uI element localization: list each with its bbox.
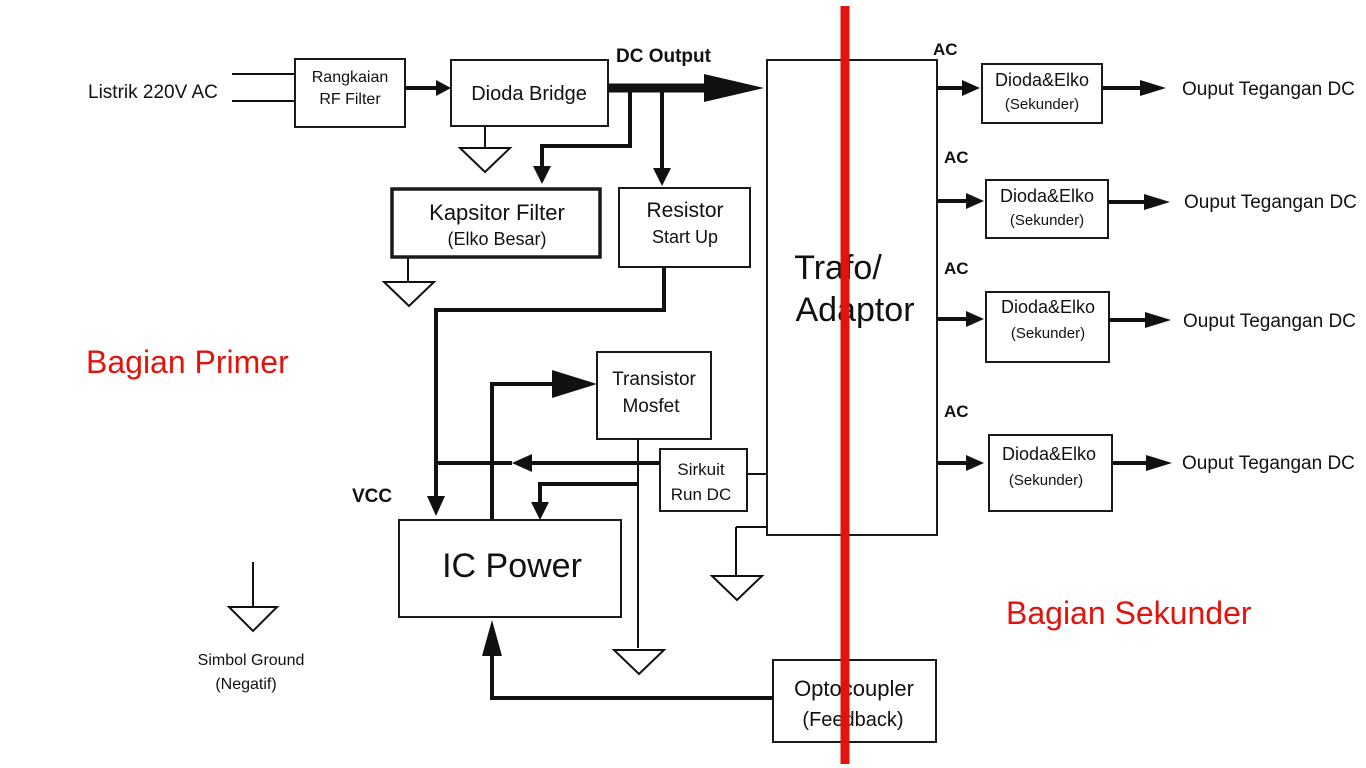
dc-output-label: DC Output (616, 46, 712, 67)
sirkuit-run-dc-box (659, 448, 748, 512)
arrowhead-rf-bridge (436, 80, 451, 96)
ground-legend-symbol (226, 606, 280, 633)
dioda-elko-4-line1: Dioda&Elko (1002, 444, 1096, 464)
trafo-adaptor-box (766, 59, 938, 536)
dc-output-arrowhead (704, 74, 764, 102)
resistor-line1: Resistor (646, 199, 723, 222)
bagian-sekunder-label: Bagian Sekunder (1006, 595, 1252, 631)
rf-filter-box (294, 58, 406, 128)
dioda-elko-2-line1: Dioda&Elko (1000, 186, 1094, 206)
dioda-elko-4-line2: (Sekunder) (1009, 472, 1083, 489)
input-wires (232, 73, 295, 102)
rf-filter-line2: RF Filter (319, 91, 381, 108)
ic-power-label: IC Power (442, 547, 582, 585)
ground-kapasitor (381, 281, 437, 308)
resistor-startup-box (618, 187, 751, 268)
dioda-bridge-box (450, 59, 609, 127)
dioda-elko-2-line2: (Sekunder) (1010, 212, 1084, 229)
optocoupler-line1: Optocoupler (794, 676, 914, 701)
output-label-2: Ouput Tegangan DC (1184, 192, 1357, 213)
kapasitor-line1: Kapsitor Filter (429, 200, 565, 225)
transistor-line2: Mosfet (622, 396, 680, 417)
transistor-line1: Transistor (612, 369, 696, 390)
output-row-1: AC Dioda&Elko (Sekunder) Ouput Tegangan … (933, 40, 1355, 124)
kapasitor-filter-box (390, 187, 602, 259)
output-label-1: Ouput Tegangan DC (1182, 79, 1355, 100)
output-row-3: AC Dioda&Elko (Sekunder) Ouput Tegangan … (937, 259, 1356, 363)
ground-legend-line1: Simbol Ground (198, 652, 305, 669)
dioda-elko-3-line2: (Sekunder) (1011, 325, 1085, 342)
output-label-4: Ouput Tegangan DC (1182, 453, 1355, 474)
output-row-4: AC Dioda&Elko (Sekunder) Ouput Tegangan … (937, 402, 1355, 512)
dioda-elko-box-4 (988, 434, 1113, 512)
dioda-elko-box-3 (985, 291, 1110, 363)
rf-filter-line1: Rangkaian (312, 69, 389, 86)
trafo-line2: Adaptor (795, 291, 914, 329)
sirkuit-line1: Sirkuit (677, 460, 725, 479)
dioda-elko-1-line2: (Sekunder) (1005, 96, 1079, 113)
transistor-mosfet-box (596, 351, 712, 440)
output-label-3: Ouput Tegangan DC (1183, 311, 1356, 332)
optocoupler-box (772, 659, 937, 743)
ic-power-box (398, 519, 622, 618)
dioda-bridge-label: Dioda Bridge (471, 83, 587, 105)
ac-label-3: AC (944, 259, 969, 278)
ac-label-4: AC (944, 402, 969, 421)
trafo-line1: Trafo/ (794, 249, 882, 287)
optocoupler-line2: (Feedback) (802, 709, 903, 731)
ac-label-2: AC (944, 148, 969, 167)
dioda-elko-box-2 (985, 179, 1109, 239)
dioda-elko-3-line1: Dioda&Elko (1001, 297, 1095, 317)
bagian-primer-label: Bagian Primer (86, 344, 289, 380)
output-row-2: AC Dioda&Elko (Sekunder) Ouput Tegangan … (937, 148, 1357, 239)
dioda-elko-box-1 (981, 63, 1103, 124)
sirkuit-line2: Run DC (671, 485, 731, 504)
ac-label-1: AC (933, 40, 958, 59)
ground-mosfet (611, 649, 667, 676)
input-label: Listrik 220V AC (88, 82, 218, 103)
dioda-elko-1-line1: Dioda&Elko (995, 70, 1089, 90)
kapasitor-line2: (Elko Besar) (447, 229, 546, 249)
ground-legend-line2: (Negatif) (215, 676, 276, 693)
ground-bridge (457, 147, 513, 174)
resistor-line2: Start Up (652, 227, 718, 247)
ground-trafo (709, 575, 765, 602)
vcc-label: VCC (352, 486, 392, 507)
